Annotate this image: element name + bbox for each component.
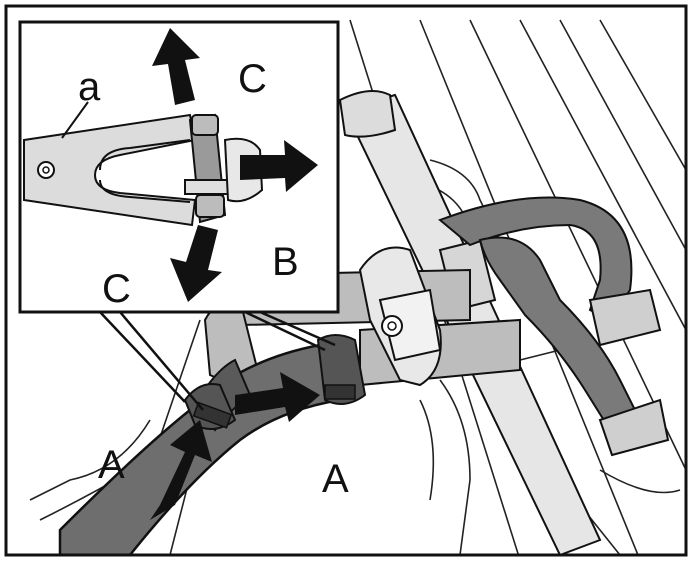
callout-lines <box>99 310 336 411</box>
arrow-c-down <box>170 225 222 302</box>
leader-a <box>61 101 89 139</box>
upper-right-hose <box>438 196 670 457</box>
label-c-top: C <box>238 57 267 101</box>
hose-clamp-right <box>316 334 367 405</box>
inset-detail: a C B C <box>18 20 340 314</box>
arrow-a-right <box>235 372 320 422</box>
label-a: a <box>78 65 101 109</box>
label-c-bottom: C <box>102 267 131 311</box>
label-a-right: A <box>322 457 349 501</box>
mounting-bracket <box>358 246 442 387</box>
label-b: B <box>272 240 299 284</box>
arrow-a-left <box>150 420 212 520</box>
hose-clamp-pliers <box>23 113 197 227</box>
arrow-b-right <box>240 140 318 192</box>
outer-frame <box>4 4 688 557</box>
arrow-c-up <box>152 28 200 105</box>
label-a-left: A <box>98 443 125 487</box>
